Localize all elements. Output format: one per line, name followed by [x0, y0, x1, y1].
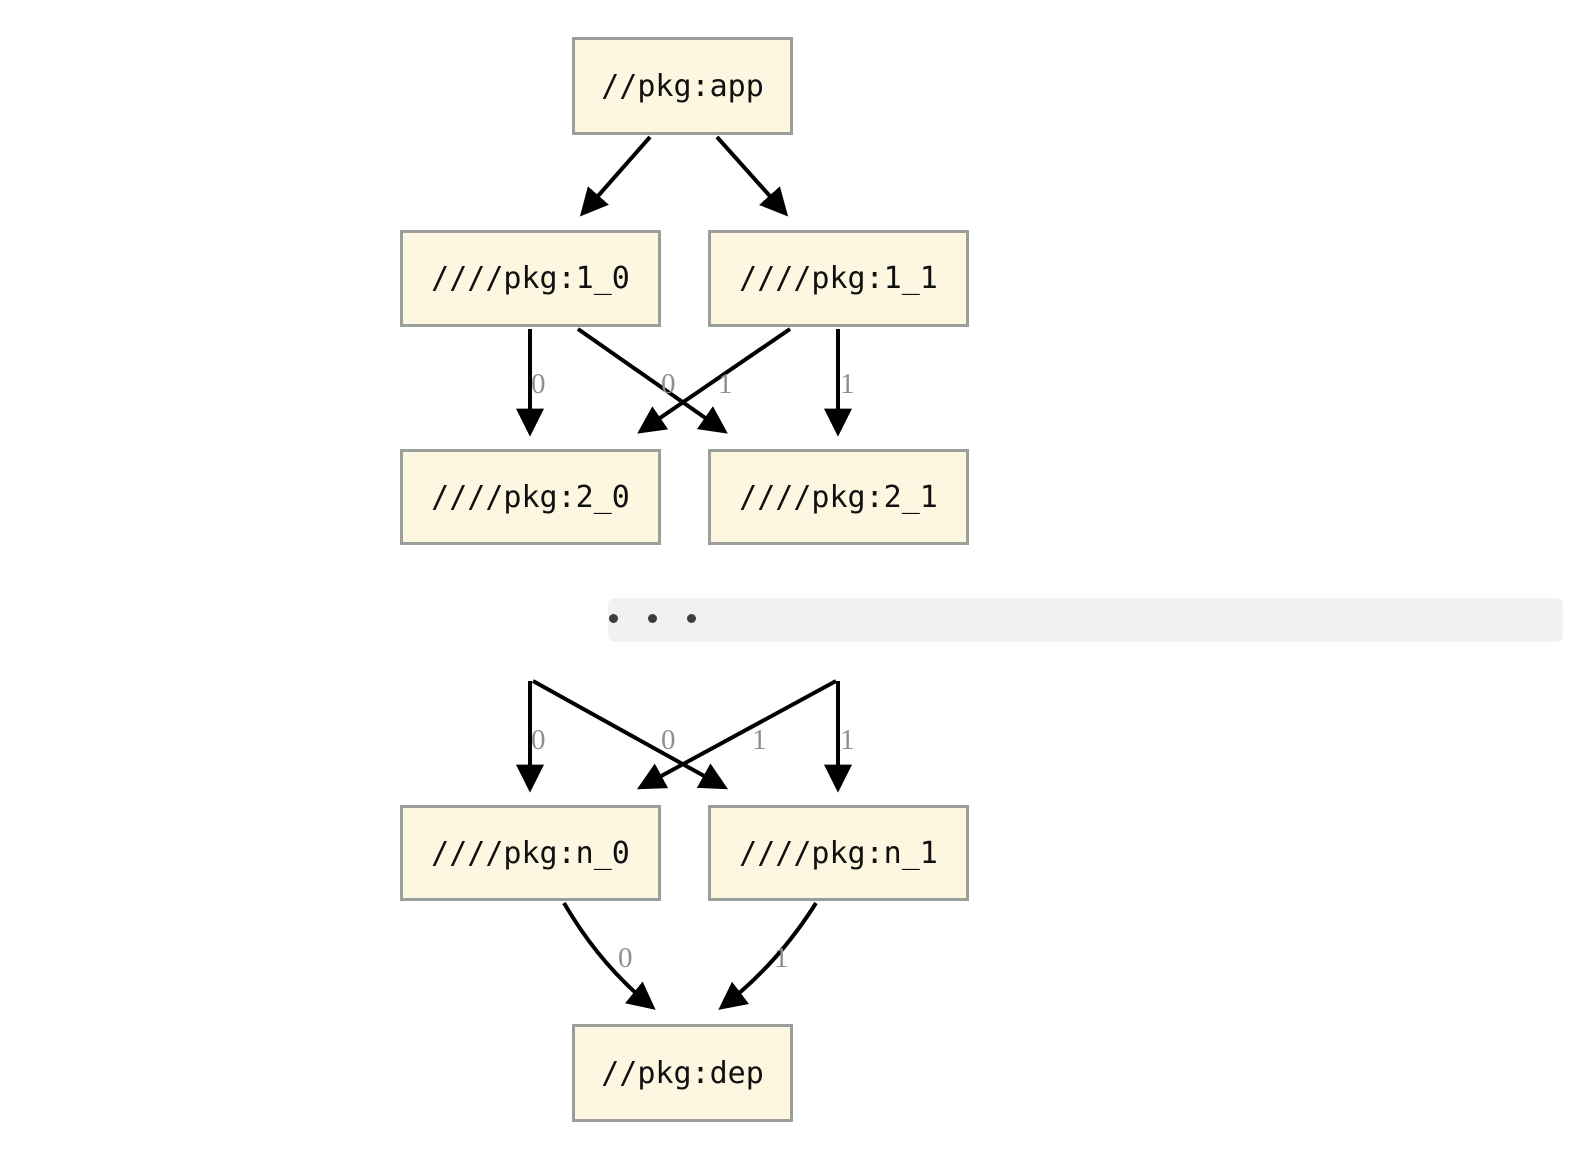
- node-pkg-1_1-label: ////pkg:1_1: [739, 261, 938, 296]
- ellipsis-dot-2: [648, 614, 657, 623]
- node-app-label: //pkg:app: [601, 68, 764, 104]
- ellipsis-dot-1: [609, 614, 618, 623]
- node-pkg-n_0[interactable]: ////pkg:n_0: [400, 805, 661, 901]
- node-pkg-n_1-label: ////pkg:n_1: [739, 835, 938, 871]
- edge-label-1_1-2_1: 1: [840, 368, 855, 400]
- edge-prev-to-n_0-cross: [636, 679, 837, 790]
- edge-n_0-to-dep: [562, 901, 656, 1010]
- node-app[interactable]: //pkg:app: [572, 37, 793, 135]
- node-pkg-2_1-label: ////pkg:2_1: [739, 479, 938, 515]
- node-pkg-n_0-label: ////pkg:n_0: [431, 835, 630, 871]
- node-pkg-1_0-label: ////pkg:1_0: [431, 261, 630, 296]
- ellipsis-dot-3: [687, 614, 696, 623]
- edge-label-1_0-2_0: 0: [531, 368, 546, 400]
- edge-label-1_1-2_0: 1: [718, 368, 733, 400]
- edge-n_1-to-dep: [718, 901, 818, 1010]
- edge-label-prev-n_1-straight: 1: [840, 724, 855, 756]
- node-dep-label: //pkg:dep: [601, 1055, 764, 1091]
- edge-app-to-1_0: [579, 135, 652, 217]
- edge-app-to-1_1: [715, 135, 789, 217]
- edge-label-prev-n_1: 0: [661, 724, 676, 756]
- edge-label-prev-n_0-cross: 1: [752, 724, 767, 756]
- node-pkg-1_0[interactable]: ////pkg:1_0: [400, 230, 661, 327]
- edge-prev-to-n_1: [532, 679, 729, 790]
- ellipsis-separator-band: [608, 598, 1563, 642]
- ellipsis-dots: [609, 614, 726, 623]
- node-dep[interactable]: //pkg:dep: [572, 1024, 793, 1122]
- edge-1_1-to-2_0: [637, 327, 792, 434]
- node-pkg-n_1[interactable]: ////pkg:n_1: [708, 805, 969, 901]
- edge-1_0-to-2_1: [576, 327, 728, 434]
- edge-label-n_0-dep: 0: [618, 942, 633, 974]
- edge-label-n_1-dep: 1: [774, 942, 789, 974]
- node-pkg-2_0-label: ////pkg:2_0: [431, 479, 630, 515]
- edge-label-1_0-2_1: 0: [661, 368, 676, 400]
- node-pkg-2_0[interactable]: ////pkg:2_0: [400, 449, 661, 545]
- node-pkg-2_1[interactable]: ////pkg:2_1: [708, 449, 969, 545]
- edge-label-prev-n_0: 0: [531, 724, 546, 756]
- node-pkg-1_1[interactable]: ////pkg:1_1: [708, 230, 969, 327]
